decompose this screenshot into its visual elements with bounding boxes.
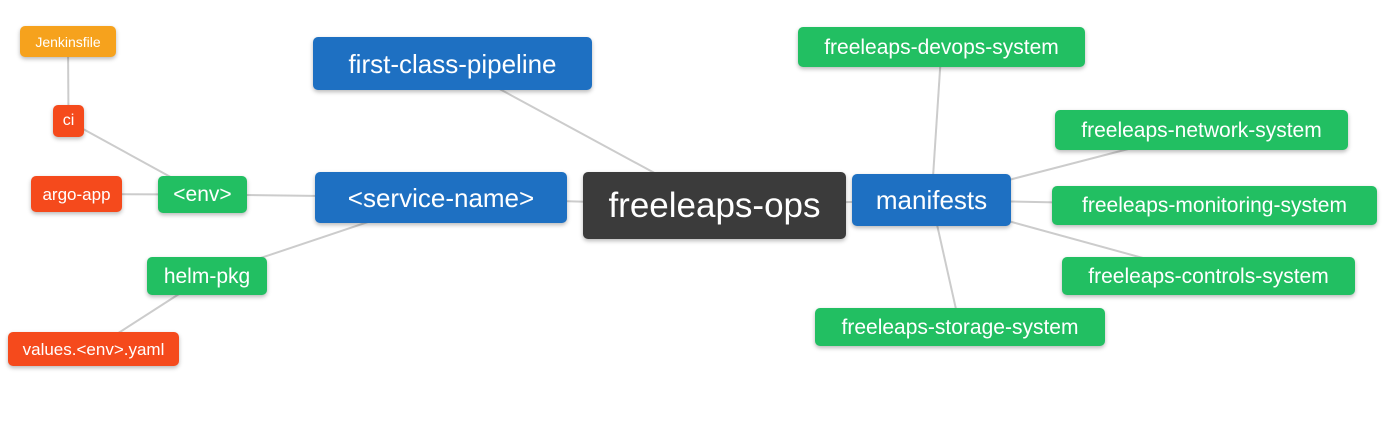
node-argo-app[interactable]: argo-app [31, 176, 122, 212]
node-freeleaps-devops-system[interactable]: freeleaps-devops-system [798, 27, 1085, 67]
node-jenkinsfile[interactable]: Jenkinsfile [20, 26, 116, 57]
node-freeleaps-ops[interactable]: freeleaps-ops [583, 172, 846, 239]
node-helm-pkg[interactable]: helm-pkg [147, 257, 267, 295]
node-env[interactable]: <env> [158, 176, 247, 213]
node-freeleaps-controls-system[interactable]: freeleaps-controls-system [1062, 257, 1355, 295]
node-freeleaps-monitoring-system[interactable]: freeleaps-monitoring-system [1052, 186, 1377, 225]
node-manifests[interactable]: manifests [852, 174, 1011, 226]
node-values-env-yaml[interactable]: values.<env>.yaml [8, 332, 179, 366]
node-first-class-pipeline[interactable]: first-class-pipeline [313, 37, 592, 90]
node-service-name[interactable]: <service-name> [315, 172, 567, 223]
node-freeleaps-network-system[interactable]: freeleaps-network-system [1055, 110, 1348, 150]
node-freeleaps-storage-system[interactable]: freeleaps-storage-system [815, 308, 1105, 346]
node-ci[interactable]: ci [53, 105, 84, 137]
